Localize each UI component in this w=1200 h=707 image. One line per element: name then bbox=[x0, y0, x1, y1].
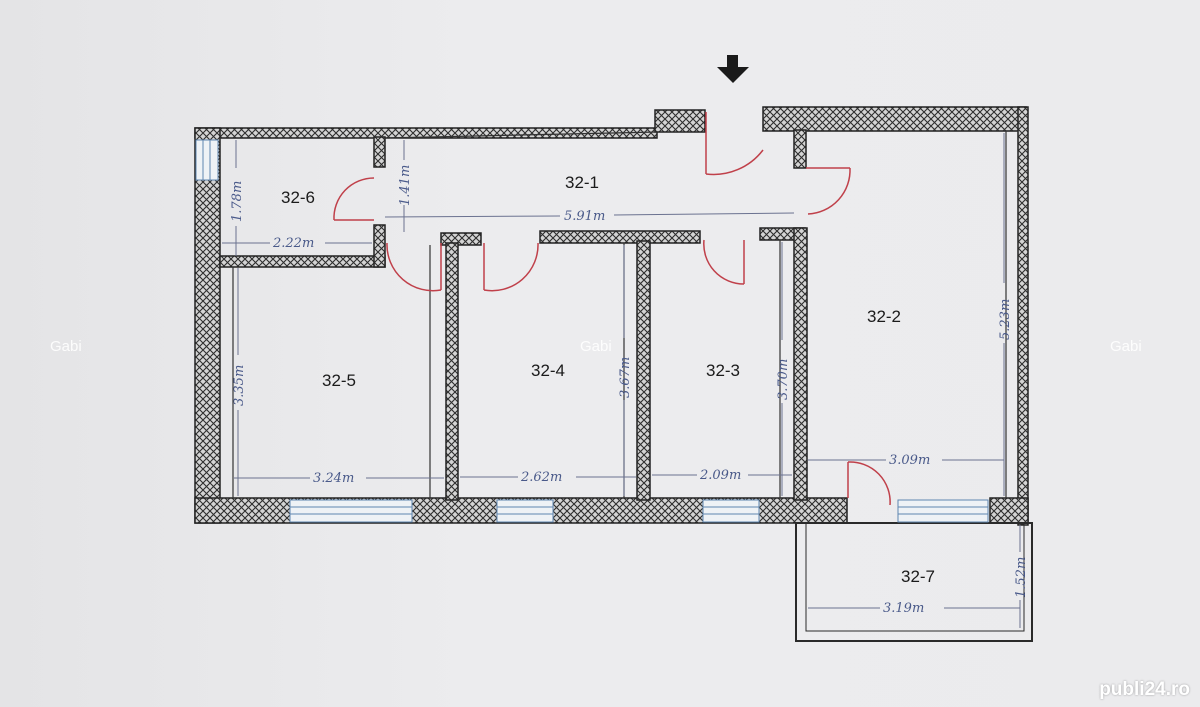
dim-label-5-91: 5.91m bbox=[564, 209, 605, 224]
dim-label-1-52: 1.52m bbox=[1014, 557, 1029, 598]
door-r3 bbox=[703, 239, 745, 285]
window-left bbox=[195, 139, 219, 181]
wall-r6-right-bottom bbox=[373, 224, 386, 268]
window-r5 bbox=[289, 499, 413, 523]
dim-label-1-41: 1.41m bbox=[398, 165, 413, 206]
wall-r6-right-top bbox=[373, 136, 386, 168]
room-label-32-7: 32-7 bbox=[901, 567, 935, 586]
dim-label-3-35: 3.35m bbox=[232, 365, 247, 406]
wall-r4-r3 bbox=[636, 240, 651, 501]
window-r2 bbox=[897, 499, 989, 523]
door-r5 bbox=[386, 242, 442, 292]
dim-label-3-67: 3.67m bbox=[618, 357, 633, 398]
room-label-32-3: 32-3 bbox=[706, 361, 740, 380]
door-r4 bbox=[483, 242, 539, 292]
door-r2 bbox=[806, 167, 851, 215]
dim-label-3-24: 3.24m bbox=[313, 471, 354, 486]
window-r3 bbox=[702, 499, 760, 523]
window-r4 bbox=[496, 499, 554, 523]
wall-r1-r2-top bbox=[793, 129, 807, 169]
room-label-32-1: 32-1 bbox=[565, 173, 599, 192]
watermark-center: Gabi bbox=[580, 338, 612, 355]
balcony-outline bbox=[795, 522, 1033, 642]
door-r6 bbox=[333, 177, 375, 221]
wall-left bbox=[194, 127, 221, 524]
door-entrance bbox=[705, 112, 764, 176]
wall-r5-r4 bbox=[445, 242, 459, 501]
wall-top-entrance-left bbox=[654, 109, 706, 133]
inner-outlines bbox=[220, 130, 1018, 498]
dim-label-2-22: 2.22m bbox=[272, 236, 314, 251]
watermark-right: Gabi bbox=[1110, 338, 1142, 355]
dim-label-2-09: 2.09m bbox=[699, 468, 741, 483]
dimension-lines bbox=[222, 133, 1021, 628]
door-balcony bbox=[847, 461, 891, 506]
room-label-32-2: 32-2 bbox=[867, 307, 901, 326]
wall-corridor-a bbox=[440, 232, 482, 246]
wall-bottom-right bbox=[989, 497, 1029, 524]
wall-right bbox=[1017, 106, 1029, 526]
dim-label-3-70: 3.70m bbox=[776, 359, 791, 400]
windows bbox=[195, 139, 989, 523]
wall-r6-bottom bbox=[219, 255, 386, 268]
dim-label-5-23: 5.23m bbox=[998, 299, 1013, 340]
dim-label-1-78: 1.78m bbox=[230, 181, 245, 222]
room-label-32-6: 32-6 bbox=[281, 188, 315, 207]
wall-corridor-b bbox=[539, 230, 701, 244]
dim-label-2-62: 2.62m bbox=[520, 470, 562, 485]
wall-top-right bbox=[762, 106, 1027, 132]
watermark-left: Gabi bbox=[50, 338, 82, 355]
room-label-32-4: 32-4 bbox=[531, 361, 565, 380]
room-label-32-5: 32-5 bbox=[322, 371, 356, 390]
entrance-arrow-icon bbox=[717, 55, 749, 83]
wall-r3-r2 bbox=[793, 227, 808, 501]
dim-label-3-19: 3.19m bbox=[883, 601, 924, 616]
brand-watermark[interactable]: publi24.ro bbox=[1099, 679, 1190, 700]
doors bbox=[333, 112, 891, 506]
dim-label-3-09: 3.09m bbox=[889, 453, 930, 468]
